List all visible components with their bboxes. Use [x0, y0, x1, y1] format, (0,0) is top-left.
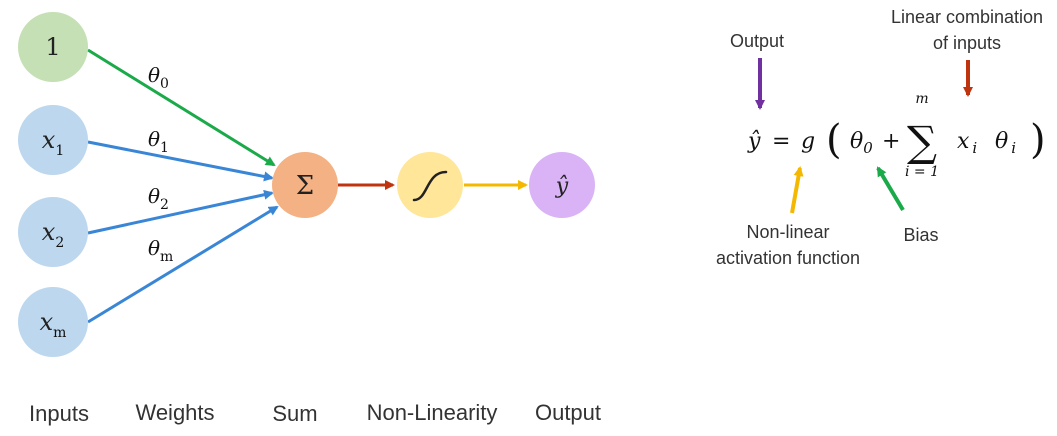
annot-linear-combination-line1: Linear combination	[891, 7, 1043, 27]
nonlinearity-node	[397, 152, 463, 218]
label-inputs: Inputs	[29, 401, 89, 426]
sum-node: Σ	[272, 152, 338, 218]
label-sum: Sum	[272, 401, 317, 426]
edge-x1-to-sum	[87, 140, 274, 182]
eq-sum-lower: i = 1	[905, 164, 939, 180]
input-node-bias: 1	[18, 12, 88, 82]
output-node: ŷ	[529, 152, 595, 218]
eq-sum-upper: m	[915, 91, 928, 107]
annot-activation-line2: activation function	[716, 248, 860, 268]
input-node-xm: xm	[18, 287, 88, 357]
annot-linear-combination-line2: of inputs	[933, 33, 1001, 53]
edge-bias-to-sum	[87, 48, 276, 167]
svg-text:ŷ: ŷ	[555, 174, 569, 199]
eq-plus: +	[882, 129, 900, 154]
annot-output: Output	[730, 31, 784, 51]
label-weights: Weights	[135, 400, 214, 425]
annot-activation-arrow	[790, 166, 804, 214]
eq-yhat: ŷ	[747, 129, 761, 154]
eq-theta0: θ0	[850, 129, 873, 157]
svg-text:xm: xm	[40, 308, 67, 341]
eq-g: g	[801, 129, 815, 154]
svg-text:Σ: Σ	[296, 171, 314, 201]
input-node-x2: x2	[18, 197, 88, 267]
edge-xm-to-sum	[87, 205, 279, 324]
weight-label-theta0: θ0	[148, 63, 169, 92]
svg-text:x1: x1	[42, 126, 64, 159]
weight-label-theta1: θ1	[148, 127, 169, 156]
eq-rparen: )	[1030, 117, 1046, 163]
eq-equals: =	[772, 129, 790, 154]
eq-lparen: (	[826, 117, 842, 163]
weight-label-thetam: θm	[148, 236, 173, 265]
annot-bias-arrow	[876, 166, 905, 212]
svg-text:1: 1	[45, 33, 60, 61]
svg-text:x2: x2	[42, 218, 64, 251]
annot-bias: Bias	[903, 225, 938, 245]
label-output: Output	[535, 400, 601, 425]
weight-label-theta2: θ2	[148, 184, 169, 213]
sigmoid-icon	[412, 170, 448, 202]
eq-sigma: ∑	[907, 117, 937, 166]
edge-x2-to-sum	[87, 189, 274, 235]
annot-activation-line1: Non-linear	[746, 222, 829, 242]
label-nonlinearity: Non-Linearity	[367, 400, 498, 425]
input-node-x1: x1	[18, 105, 88, 175]
